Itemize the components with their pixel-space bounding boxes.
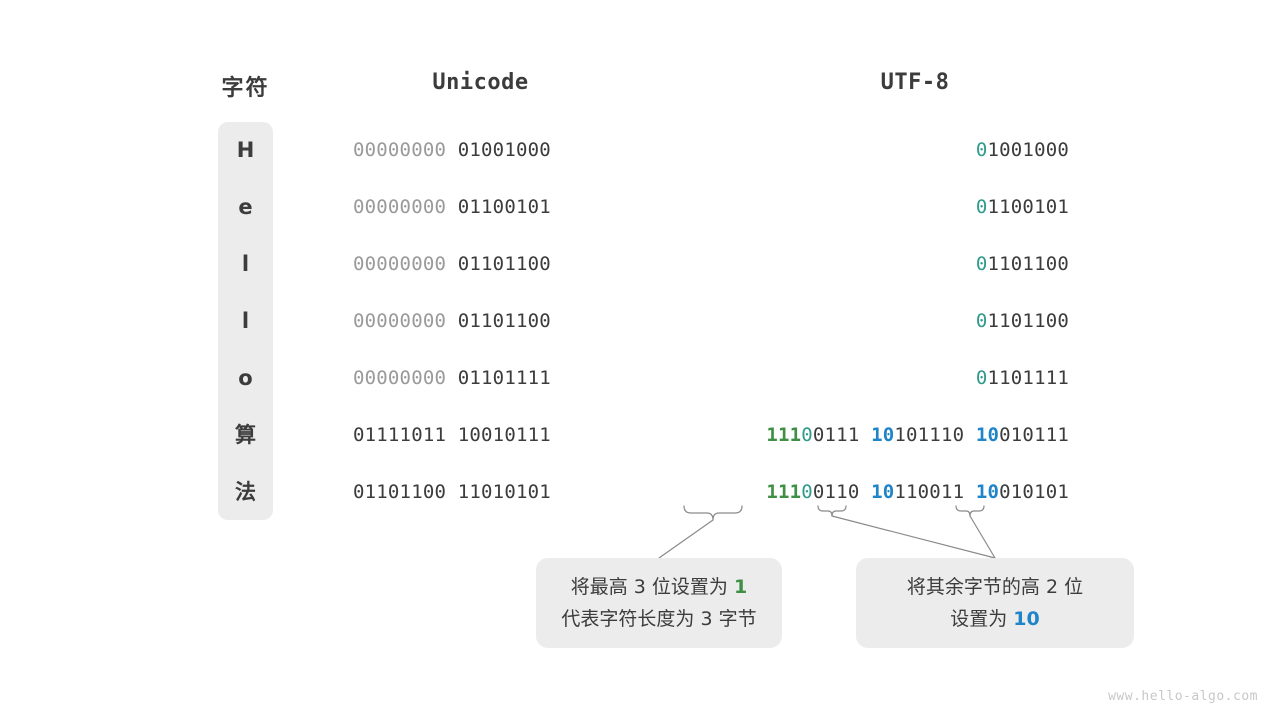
utf8-segment-1: 1101100 bbox=[987, 253, 1069, 275]
utf8-segment-0: 0 bbox=[975, 196, 988, 218]
row-character: H bbox=[236, 138, 255, 162]
unicode-segment-1 bbox=[446, 367, 458, 389]
utf8-segment-6 bbox=[964, 424, 976, 446]
unicode-segment-0: 00000000 bbox=[353, 253, 447, 275]
utf8-segment-8: 010111 bbox=[999, 424, 1069, 446]
callout-1-text-0-1: 1 bbox=[733, 576, 748, 598]
utf8-segment-6 bbox=[964, 481, 976, 503]
utf8-segment-0: 0 bbox=[975, 310, 988, 332]
callout-1-text-0-0: 将最高 3 位设置为 bbox=[570, 576, 734, 598]
callout-leading-bits: 将最高 3 位设置为 1 代表字符长度为 3 字节 bbox=[536, 558, 782, 648]
row-utf8-bits: 01001000 bbox=[679, 135, 1069, 165]
utf8-segment-7: 10 bbox=[975, 424, 1000, 446]
row-utf8-bits: 01101100 bbox=[679, 306, 1069, 336]
row-unicode-bits: 01101100 11010101 bbox=[353, 477, 609, 507]
utf8-segment-1: 1001000 bbox=[987, 139, 1069, 161]
utf8-segment-3 bbox=[859, 424, 871, 446]
row-utf8-bits: 01101111 bbox=[679, 363, 1069, 393]
row-character: o bbox=[238, 366, 253, 390]
column-header-unicode: Unicode bbox=[432, 70, 529, 95]
utf8-segment-0: 0 bbox=[975, 139, 988, 161]
row-utf8-bits: 11100111 10101110 10010111 bbox=[679, 420, 1069, 450]
row-unicode-bits: 00000000 01100101 bbox=[353, 192, 609, 222]
utf8-segment-1: 1101100 bbox=[987, 310, 1069, 332]
callout-2-text-1-0: 设置为 bbox=[950, 608, 1014, 630]
utf8-segment-2: 0110 bbox=[812, 481, 860, 503]
row-utf8-bits: 11100110 10110011 10010101 bbox=[679, 477, 1069, 507]
row-character: 法 bbox=[235, 480, 256, 504]
callout-1-text-1-0: 代表字符长度为 3 字节 bbox=[561, 608, 757, 630]
utf8-segment-0: 111 bbox=[766, 424, 802, 446]
utf8-segment-3 bbox=[859, 481, 871, 503]
unicode-segment-0: 01111011 bbox=[353, 424, 447, 446]
row-unicode-bits: 00000000 01101111 bbox=[353, 363, 609, 393]
unicode-segment-2: 11010101 bbox=[457, 481, 551, 503]
utf8-segment-1: 0 bbox=[801, 424, 813, 446]
utf8-segment-1: 0 bbox=[801, 481, 813, 503]
utf8-segment-4: 10 bbox=[871, 424, 895, 446]
utf8-segment-5: 101110 bbox=[894, 424, 965, 446]
unicode-segment-2: 01101111 bbox=[457, 367, 551, 389]
watermark: www.hello-algo.com bbox=[1108, 689, 1258, 704]
row-character: l bbox=[241, 252, 250, 276]
utf8-segment-8: 010101 bbox=[999, 481, 1069, 503]
utf8-segment-0: 0 bbox=[975, 367, 988, 389]
unicode-segment-0: 00000000 bbox=[353, 139, 447, 161]
callout-2-text-1-1: 10 bbox=[1013, 608, 1040, 630]
row-unicode-bits: 01111011 10010111 bbox=[353, 420, 609, 450]
utf8-segment-0: 0 bbox=[975, 253, 988, 275]
unicode-segment-1 bbox=[446, 253, 458, 275]
row-utf8-bits: 01100101 bbox=[679, 192, 1069, 222]
unicode-segment-1 bbox=[446, 481, 458, 503]
unicode-segment-0: 01101100 bbox=[353, 481, 447, 503]
unicode-segment-2: 01101100 bbox=[457, 310, 551, 332]
unicode-segment-1 bbox=[446, 139, 458, 161]
callout-1-line-2: 代表字符长度为 3 字节 bbox=[561, 603, 756, 635]
utf8-segment-1: 1101111 bbox=[987, 367, 1069, 389]
unicode-segment-2: 01100101 bbox=[457, 196, 551, 218]
callout-continuation-bits: 将其余字节的高 2 位 设置为 10 bbox=[856, 558, 1134, 648]
unicode-segment-0: 00000000 bbox=[353, 310, 447, 332]
utf8-segment-4: 10 bbox=[871, 481, 895, 503]
unicode-segment-2: 01001000 bbox=[457, 139, 551, 161]
utf8-segment-1: 1100101 bbox=[987, 196, 1069, 218]
utf8-segment-0: 111 bbox=[766, 481, 802, 503]
unicode-segment-1 bbox=[446, 310, 458, 332]
unicode-segment-1 bbox=[446, 196, 458, 218]
utf8-segment-7: 10 bbox=[975, 481, 1000, 503]
callout-2-line-1: 将其余字节的高 2 位 bbox=[907, 571, 1083, 603]
unicode-segment-0: 00000000 bbox=[353, 367, 447, 389]
unicode-segment-2: 01101100 bbox=[457, 253, 551, 275]
utf8-segment-5: 110011 bbox=[894, 481, 965, 503]
column-header-utf8: UTF-8 bbox=[880, 70, 950, 95]
row-character: 算 bbox=[235, 423, 256, 447]
row-utf8-bits: 01101100 bbox=[679, 249, 1069, 279]
callout-2-line-2: 设置为 10 bbox=[950, 603, 1040, 635]
row-unicode-bits: 00000000 01101100 bbox=[353, 306, 609, 336]
callout-2-text-0-0: 将其余字节的高 2 位 bbox=[906, 576, 1084, 598]
row-character: e bbox=[238, 195, 253, 219]
row-unicode-bits: 00000000 01101100 bbox=[353, 249, 609, 279]
unicode-segment-0: 00000000 bbox=[353, 196, 447, 218]
column-header-char: 字符 bbox=[221, 76, 270, 101]
callout-1-line-1: 将最高 3 位设置为 1 bbox=[571, 571, 747, 603]
character-column-background bbox=[218, 122, 273, 520]
unicode-segment-1 bbox=[446, 424, 458, 446]
unicode-segment-2: 10010111 bbox=[457, 424, 551, 446]
row-character: l bbox=[241, 309, 250, 333]
utf8-segment-2: 0111 bbox=[812, 424, 860, 446]
row-unicode-bits: 00000000 01001000 bbox=[353, 135, 609, 165]
